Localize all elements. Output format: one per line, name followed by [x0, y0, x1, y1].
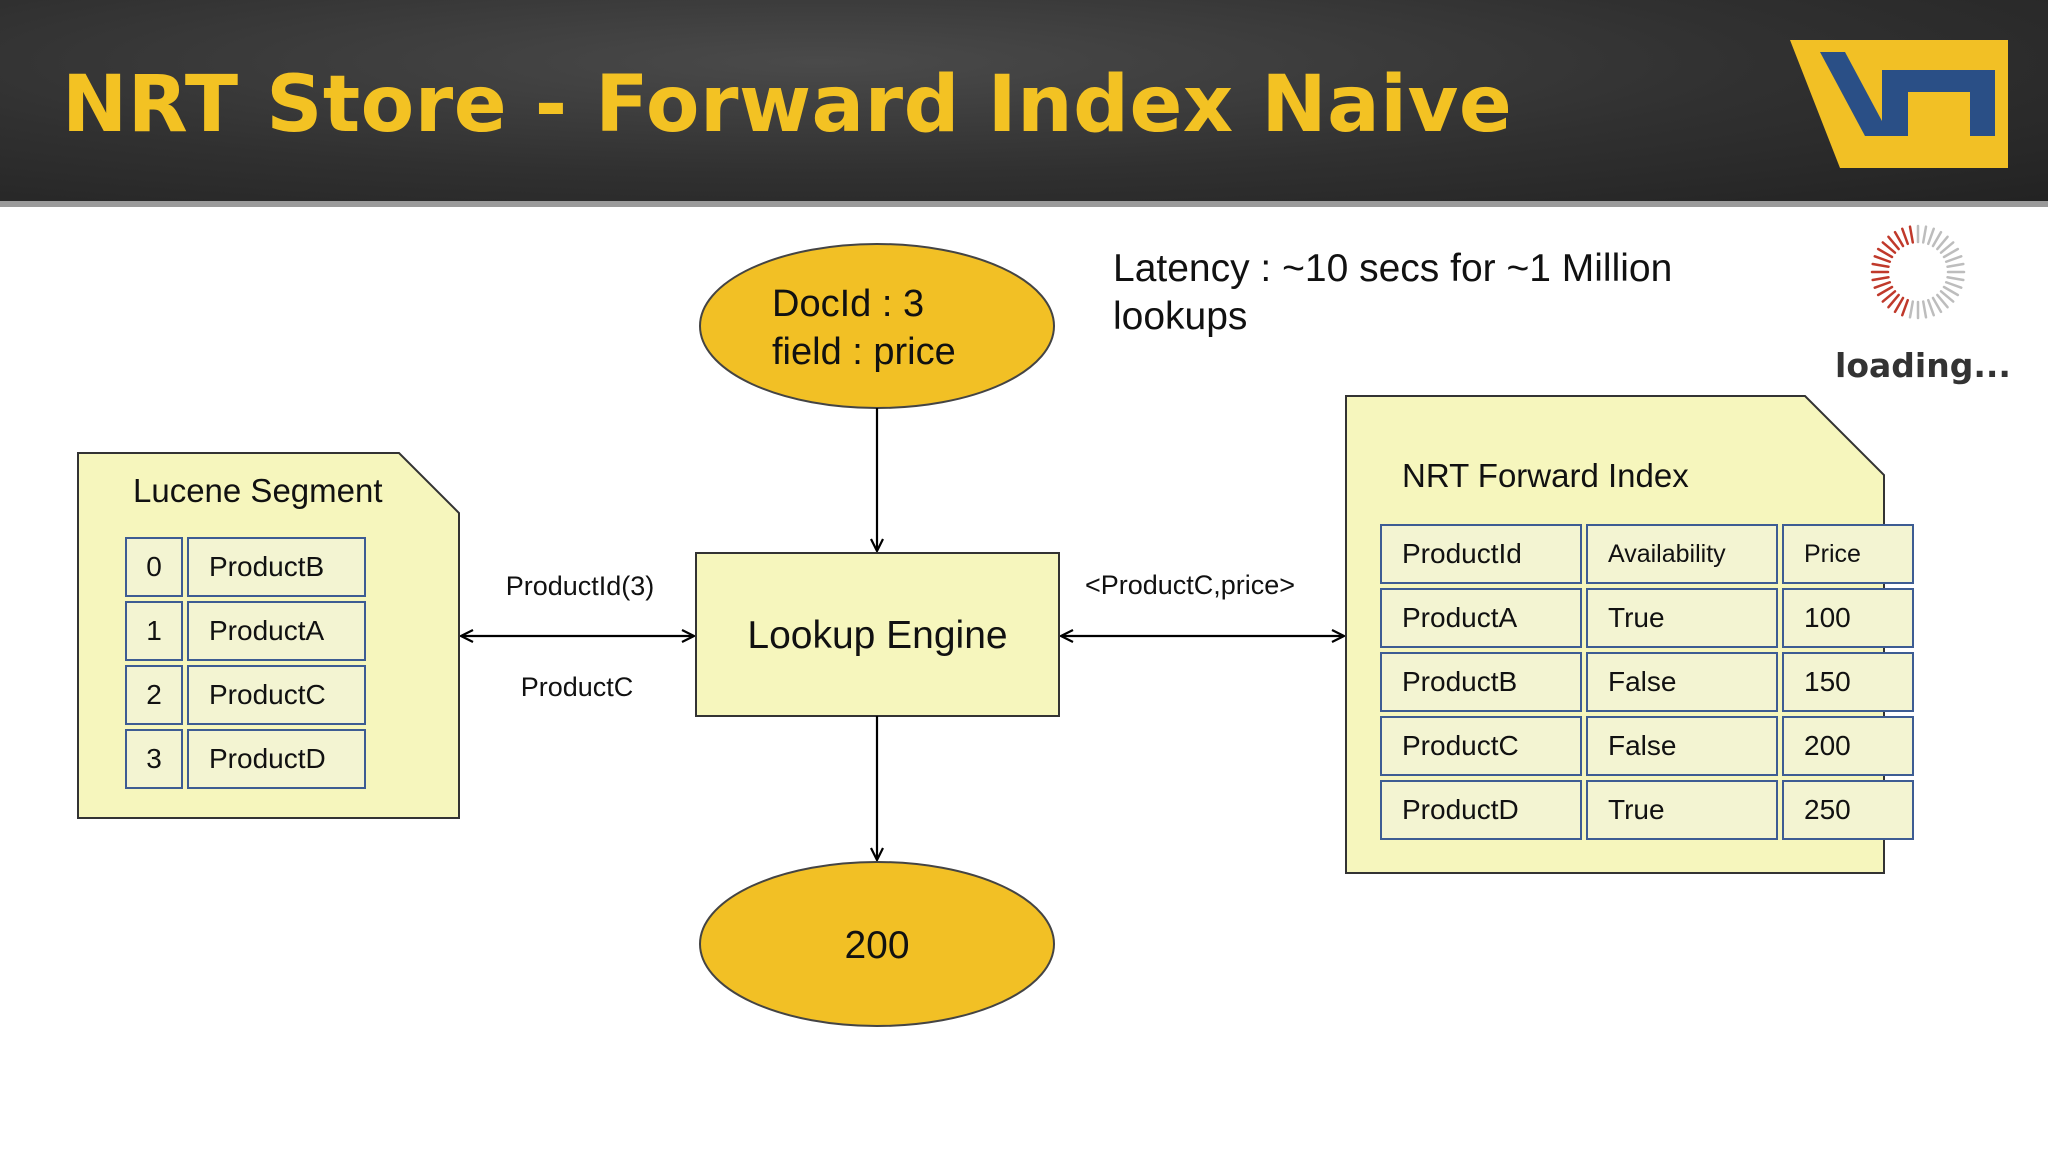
spinner-tick	[1876, 247, 1894, 259]
slide-title: NRT Store - Forward Index Naive	[62, 60, 1513, 150]
spinner-tick	[1901, 227, 1909, 246]
forward-index-header-cell: Availability	[1586, 524, 1778, 584]
query-field: field : price	[772, 331, 956, 373]
forward-index-cell: ProductB	[1380, 652, 1582, 712]
loading-label: loading...	[1835, 346, 2011, 385]
spinner-tick	[1893, 230, 1905, 248]
spinner-tick	[1942, 247, 1960, 259]
spinner-tick	[1876, 285, 1894, 297]
latency-note: Latency : ~10 secs for ~1 Million lookup…	[1113, 247, 1673, 338]
forward-index-cell: ProductC	[1380, 716, 1582, 776]
result-ellipse	[699, 861, 1055, 1027]
spinner-tick	[1946, 262, 1965, 269]
spinner-tick	[1936, 235, 1949, 251]
query-ellipse	[699, 243, 1055, 409]
forward-index-cell: 250	[1782, 780, 1914, 840]
spinner-tick	[1881, 241, 1897, 254]
spinner-tick	[1944, 281, 1963, 289]
spinner-tick	[1927, 298, 1935, 317]
lookup-engine-label: Lookup Engine	[747, 614, 1007, 657]
forward-index-cell: 100	[1782, 588, 1914, 648]
forward-index-cell: False	[1586, 716, 1778, 776]
spinner-tick	[1931, 230, 1943, 248]
spinner-tick	[1887, 235, 1900, 251]
spinner-tick	[1927, 227, 1935, 246]
left-arrow-top-label: ProductId(3)	[506, 571, 655, 601]
lucene-segment-title: Lucene Segment	[133, 472, 383, 509]
forward-index-header-cell: ProductId	[1380, 524, 1582, 584]
forward-index-cell: 200	[1782, 716, 1914, 776]
query-docid: DocId : 3	[772, 283, 924, 325]
spinner-tick	[1873, 281, 1892, 289]
lucene-product-cell: ProductD	[187, 729, 366, 789]
lucene-doc-id-cell: 0	[125, 537, 183, 597]
forward-index-cell: False	[1586, 652, 1778, 712]
loading-indicator: loading...	[1808, 212, 2038, 392]
spinner-tick	[1887, 293, 1900, 309]
lucene-doc-id-cell: 3	[125, 729, 183, 789]
spinner-tick	[1921, 300, 1928, 319]
forward-index-cell: ProductA	[1380, 588, 1582, 648]
lucene-product-cell: ProductC	[187, 665, 366, 725]
result-value: 200	[844, 924, 909, 967]
spinner-tick	[1936, 293, 1949, 309]
spinner-tick	[1893, 296, 1905, 314]
forward-index-cell: 150	[1782, 652, 1914, 712]
spinner-tick	[1881, 290, 1897, 303]
lucene-doc-id-cell: 2	[125, 665, 183, 725]
spinner-tick	[1901, 298, 1909, 317]
lucene-product-cell: ProductB	[187, 537, 366, 597]
spinner-tick	[1871, 262, 1890, 269]
spinner-tick	[1873, 255, 1892, 263]
spinner-tick	[1871, 275, 1890, 282]
spinner-tick	[1944, 255, 1963, 263]
company-logo-icon	[1790, 40, 2008, 168]
spinner-tick	[1939, 290, 1955, 303]
left-arrow-bottom-label: ProductC	[521, 672, 634, 702]
forward-index-title: NRT Forward Index	[1402, 457, 1689, 494]
right-arrow-top-label: <ProductC,price>	[1085, 570, 1295, 600]
lookup-engine-box	[695, 552, 1060, 717]
spinner-tick	[1908, 300, 1915, 319]
spinner-tick	[1942, 285, 1960, 297]
spinner-tick	[1931, 296, 1943, 314]
spinner-tick	[1939, 241, 1955, 254]
forward-index-cell: ProductD	[1380, 780, 1582, 840]
loading-spinner-icon	[1870, 224, 1966, 320]
lucene-doc-id-cell: 1	[125, 601, 183, 661]
slide-header: NRT Store - Forward Index Naive	[0, 0, 2048, 207]
spinner-tick	[1946, 275, 1965, 282]
forward-index-cell: True	[1586, 588, 1778, 648]
lucene-product-cell: ProductA	[187, 601, 366, 661]
spinner-tick	[1908, 225, 1915, 244]
forward-index-header-cell: Price	[1782, 524, 1914, 584]
forward-index-cell: True	[1586, 780, 1778, 840]
spinner-tick	[1921, 225, 1928, 244]
